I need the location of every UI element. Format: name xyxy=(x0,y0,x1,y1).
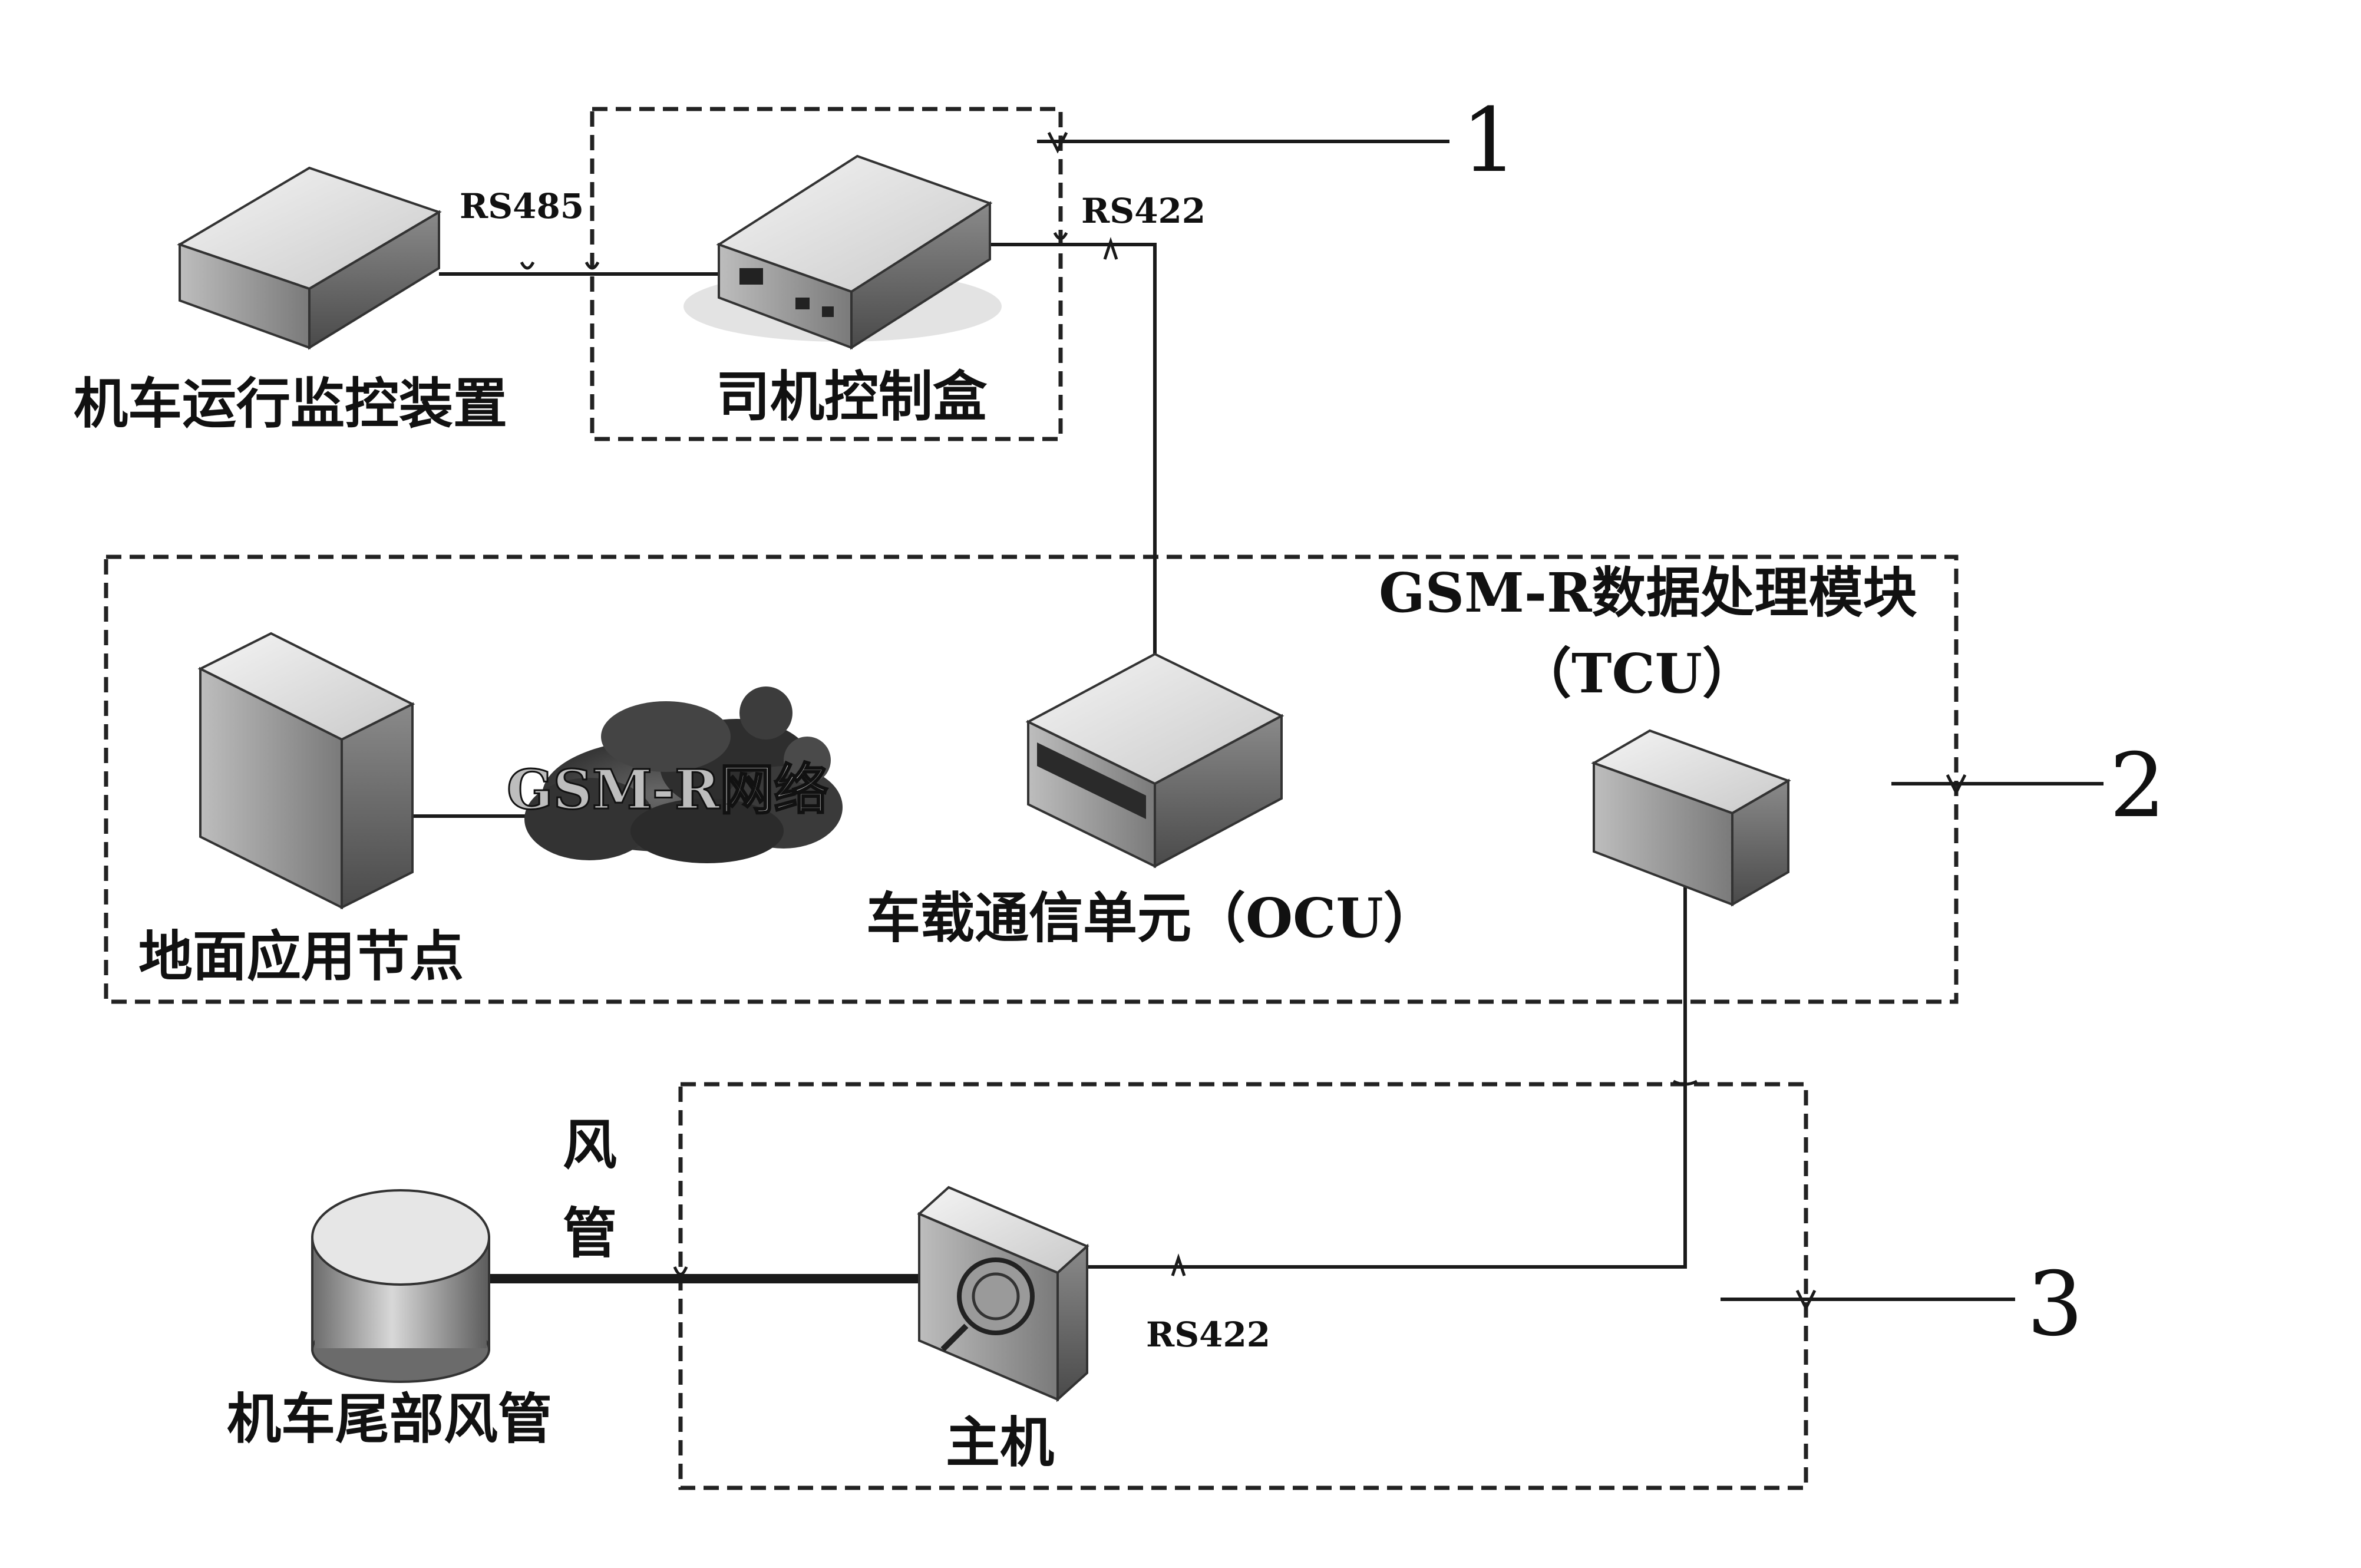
cylinder-tank-icon xyxy=(311,1189,490,1383)
rack-unit-icon xyxy=(1025,652,1284,1293)
boundary-tick xyxy=(1103,237,1118,260)
boundary-tick xyxy=(585,261,600,270)
host-unit-icon xyxy=(917,1186,1089,1402)
boundary-tick xyxy=(673,1266,688,1276)
monitor-device-label: 机车运行监控装置 xyxy=(74,372,507,435)
ocu-label: 车载通信单元（OCU） xyxy=(866,886,1438,950)
host-label: 主机 xyxy=(946,1411,1054,1474)
module-box-icon xyxy=(1591,729,1791,907)
boundary-tick xyxy=(1047,131,1068,154)
rs485-label: RS485 xyxy=(460,186,584,226)
group-2-boundary xyxy=(104,554,1959,1004)
air-pipe-label-1: 风 xyxy=(563,1113,617,1177)
air-pipe-label-2: 管 xyxy=(563,1201,617,1265)
rs422-bottom-label: RS422 xyxy=(1146,1315,1270,1355)
server-tower-icon xyxy=(197,632,415,910)
group-2-number: 2 xyxy=(2109,735,2165,837)
gsmr-network-label: GSM-R网络 xyxy=(507,758,828,821)
boundary-tick xyxy=(1053,232,1068,240)
ground-node-label: 地面应用节点 xyxy=(138,925,464,988)
boundary-tick xyxy=(1795,1289,1817,1312)
rs422-link-bottom xyxy=(1081,878,1687,1269)
boundary-tick xyxy=(520,261,535,270)
control-box-icon xyxy=(683,154,1002,350)
group-3-boundary xyxy=(678,1082,1808,1490)
boundary-tick xyxy=(1171,1253,1186,1276)
flat-box-device-icon xyxy=(177,166,442,350)
group-3-number: 3 xyxy=(2027,1253,2083,1356)
boundary-tick xyxy=(1672,1080,1698,1086)
cloud-network-icon xyxy=(524,686,843,863)
rs422-top-label: RS422 xyxy=(1081,191,1206,231)
group-1-number: 1 xyxy=(1461,90,1517,192)
driver-box-label: 司机控制盒 xyxy=(716,365,988,428)
tcu-label: （TCU） xyxy=(1517,642,1756,705)
tail-pipe-label: 机车尾部风管 xyxy=(227,1387,552,1451)
gsmr-module-label: GSM-R数据处理模块 xyxy=(1379,561,1917,625)
rs422-link-top xyxy=(990,243,1157,660)
boundary-tick xyxy=(1946,774,1967,796)
